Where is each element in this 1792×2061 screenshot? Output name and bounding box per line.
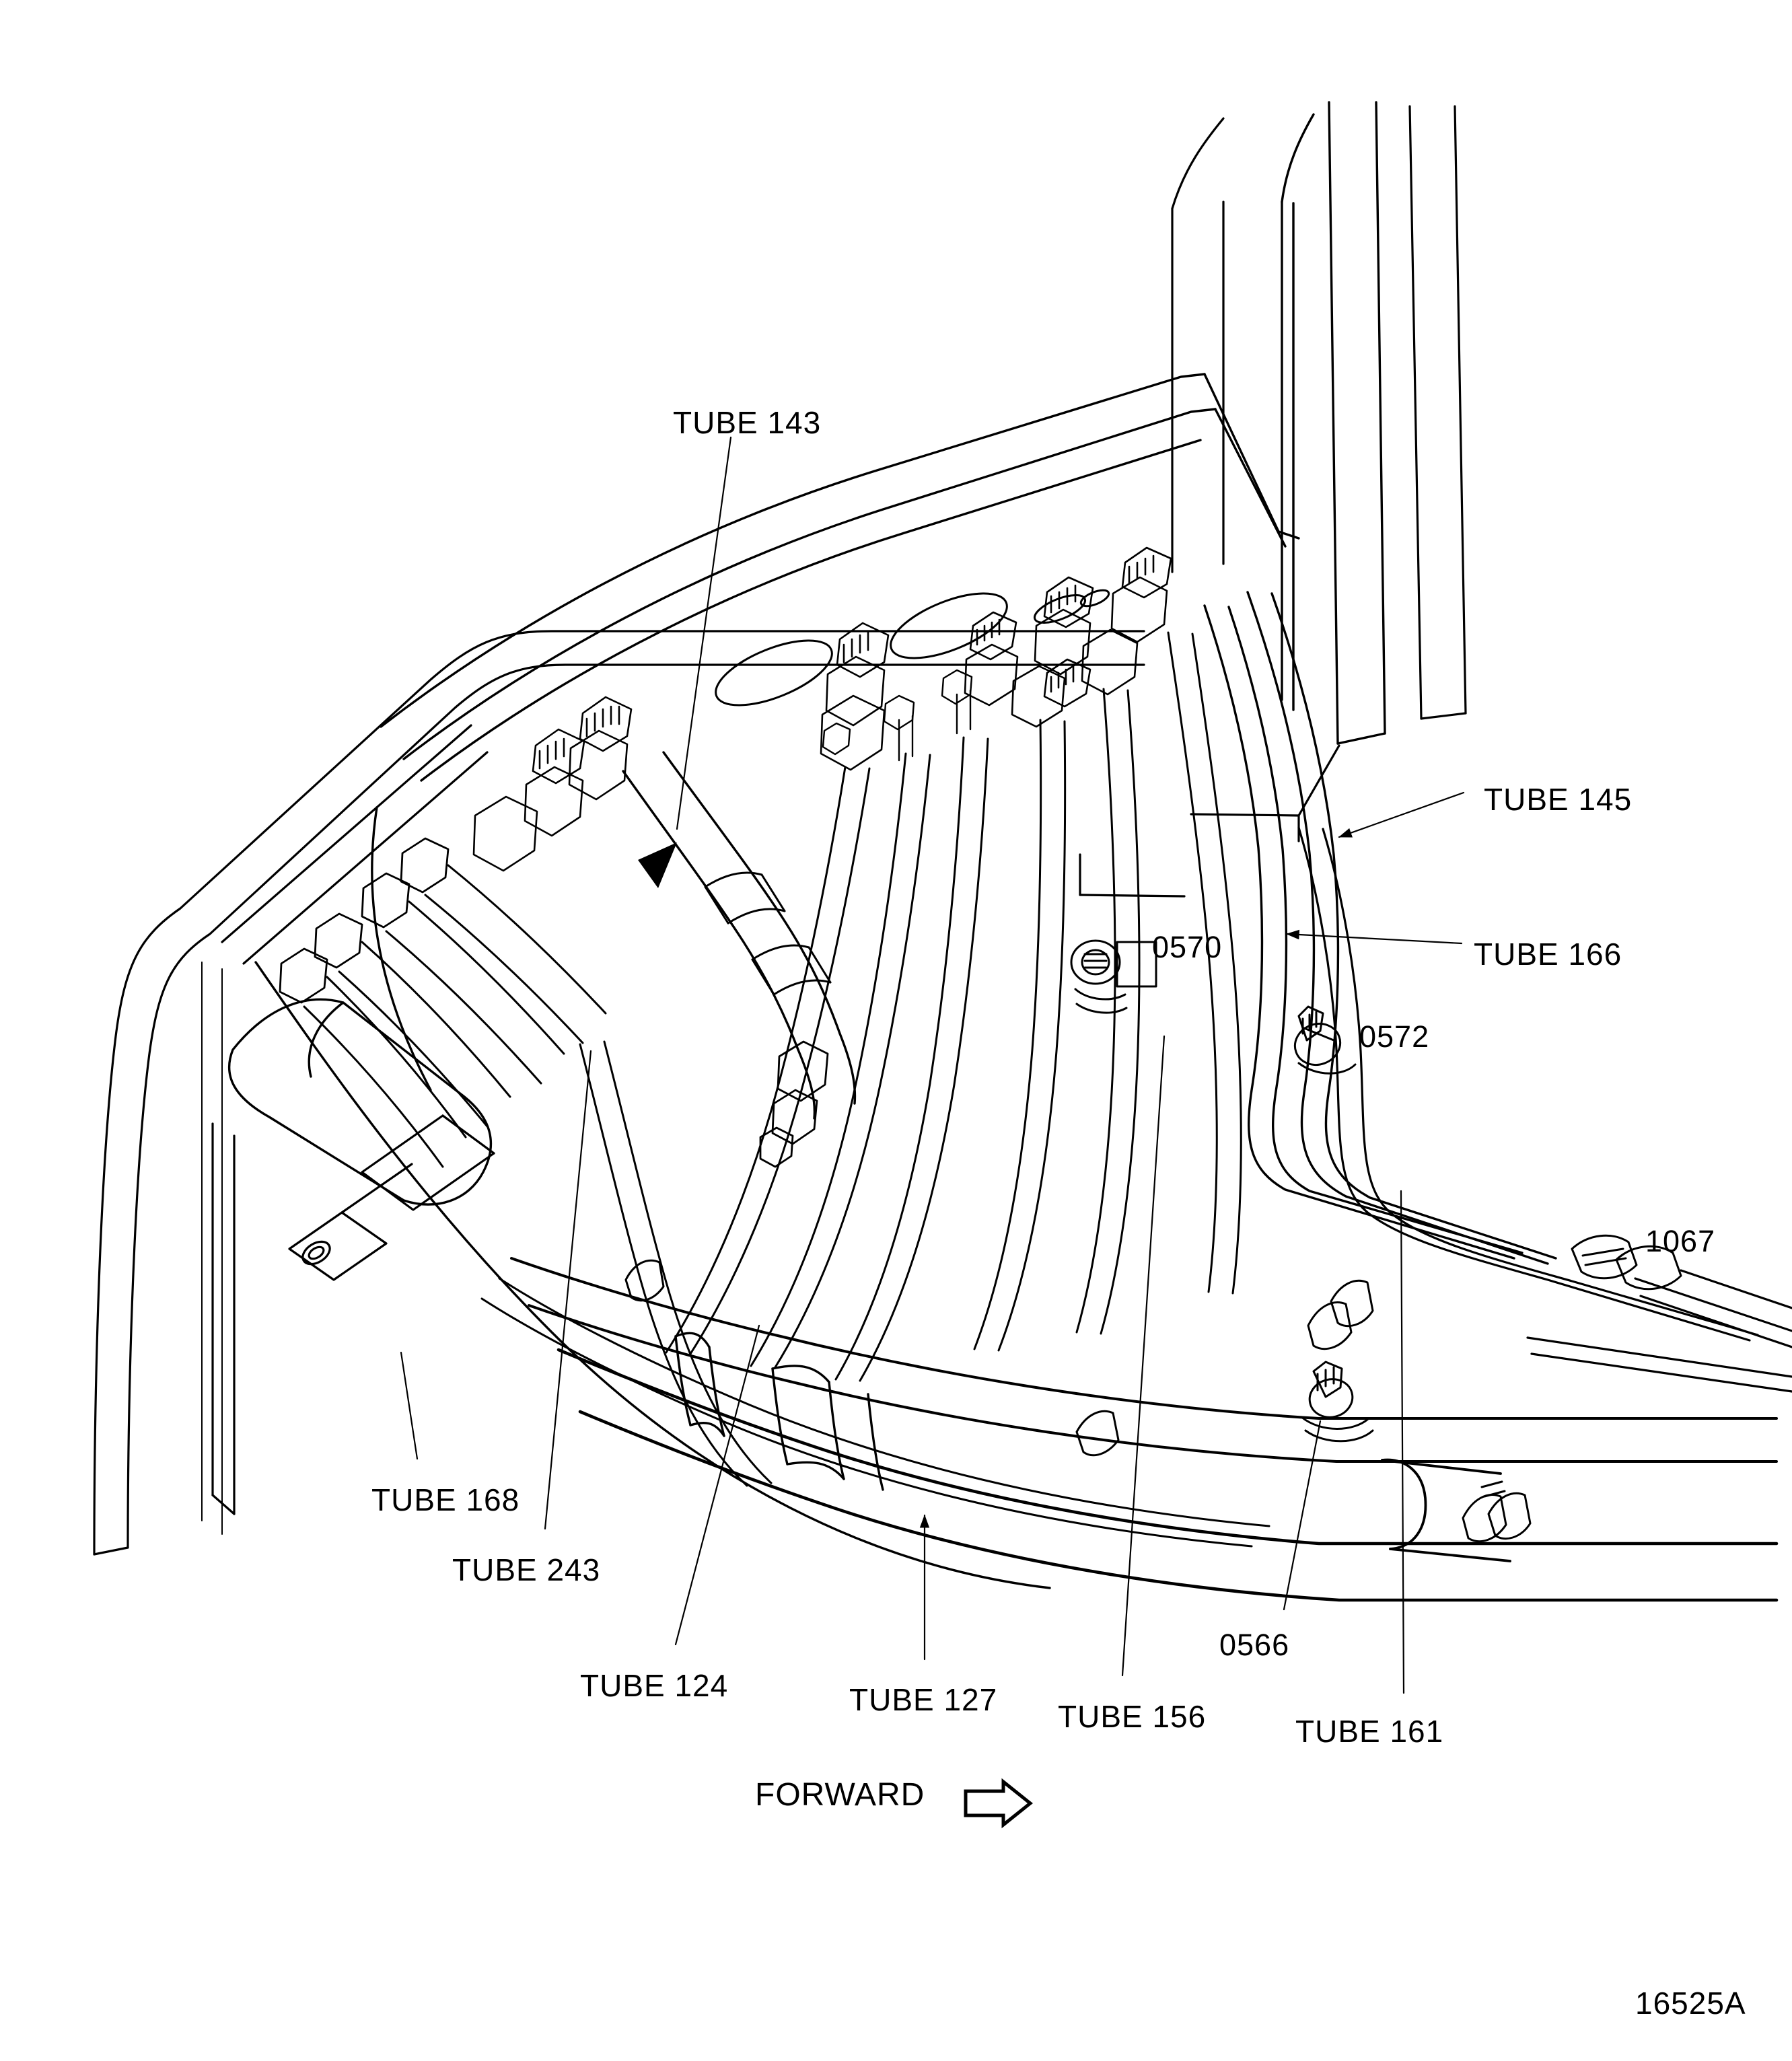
right-exit-tubes xyxy=(1526,1269,1792,1393)
manifold-rail xyxy=(380,373,1217,782)
drawing-number: 16525A xyxy=(1635,1986,1746,2021)
left-panel-lower-edge xyxy=(211,1122,236,1515)
tube-bundle-right xyxy=(973,631,1242,1352)
callout-tube-156: TUBE 156 xyxy=(1058,1699,1207,1734)
engine-block-outline xyxy=(254,806,1051,1589)
large-hose-lower xyxy=(557,1348,1779,1602)
hex-coupler xyxy=(825,655,886,727)
vertical-column-left xyxy=(1171,117,1225,573)
manifold-rail-right-end xyxy=(1203,373,1300,548)
clamp-1067 xyxy=(1571,1234,1682,1291)
clamp-0572 xyxy=(1293,1005,1357,1075)
leader-tube-124 xyxy=(674,1324,760,1646)
fitting-cluster-center xyxy=(820,622,890,771)
tube-168-run xyxy=(480,1277,1270,1548)
left-panel-inner-flange xyxy=(201,962,223,1535)
tube-143-coupler-collars xyxy=(704,871,832,996)
forward-label: FORWARD xyxy=(755,1777,925,1813)
large-hose-upper xyxy=(510,1257,1778,1463)
knurled-nut xyxy=(1043,658,1091,708)
callout-tube-166: TUBE 166 xyxy=(1474,937,1622,972)
fitting-cluster-right xyxy=(964,546,1172,728)
rail-studs xyxy=(822,669,973,762)
knurled-nut xyxy=(836,622,890,678)
hex-coupler xyxy=(964,643,1019,707)
clamp-0570 xyxy=(1070,939,1157,1014)
callout-tube-243: TUBE 243 xyxy=(452,1552,601,1587)
tube-145-run xyxy=(1203,604,1524,1260)
hex-coupler xyxy=(1110,576,1168,643)
leader-tube-145 xyxy=(1338,791,1465,838)
callout-clamp-0566: 0566 xyxy=(1219,1628,1290,1662)
knurled-nut xyxy=(969,611,1017,661)
hose-clamp-band-c xyxy=(1075,1410,1120,1457)
rail-port-ovals xyxy=(715,589,1110,707)
forward-block-arrow-shape xyxy=(964,1778,1034,1829)
tube-143-union-nut xyxy=(759,1040,829,1168)
leader-tube-166 xyxy=(1285,929,1463,945)
tube-166-run xyxy=(1246,591,1557,1265)
hex-coupler xyxy=(1081,628,1139,696)
hex-coupler xyxy=(1011,665,1066,728)
callout-tube-168: TUBE 168 xyxy=(371,1482,520,1517)
callout-clamp-0572: 0572 xyxy=(1359,1019,1430,1054)
vertical-column-far-right xyxy=(1408,105,1467,720)
left-tube-couplers xyxy=(279,837,450,1004)
fitting-cluster-left xyxy=(472,696,633,872)
tube-bundle-center xyxy=(665,736,989,1382)
hose-clamp-band-b xyxy=(1462,1480,1532,1543)
vertical-column-right xyxy=(1328,101,1386,745)
hex-coupler xyxy=(568,729,629,801)
vertical-column-center xyxy=(1281,113,1315,711)
column-base-plate-2 xyxy=(1079,853,1186,898)
callout-tube-143: TUBE 143 xyxy=(673,405,822,440)
leader-lines xyxy=(400,436,1465,1694)
callout-tube-127: TUBE 127 xyxy=(849,1682,998,1717)
left-bulkhead-panel xyxy=(93,630,1145,1556)
hose-clamp-band-d xyxy=(624,1259,665,1302)
hex-coupler xyxy=(1034,608,1091,676)
callout-tube-161: TUBE 161 xyxy=(1295,1714,1444,1749)
leader-tube-243 xyxy=(544,1050,592,1530)
clamp-0566 xyxy=(1300,1361,1374,1443)
column-base-plate xyxy=(1190,744,1340,842)
mount-bracket xyxy=(288,1163,413,1281)
knurled-nut xyxy=(1121,546,1172,599)
cylinder-end-cap xyxy=(361,1114,495,1211)
callout-clamp-0570: 0570 xyxy=(1152,930,1223,964)
leader-tube-143-arrowhead xyxy=(638,842,677,888)
leader-tube-143 xyxy=(676,436,732,830)
large-hose-coupler-collars xyxy=(674,1332,884,1491)
bulkhead-upper-flange xyxy=(221,724,489,965)
tube-extra-right-run xyxy=(1297,826,1759,1342)
leader-tube-161 xyxy=(1400,1190,1405,1694)
knurled-nut xyxy=(532,728,585,785)
left-tube-runs xyxy=(303,864,607,1168)
hex-coupler xyxy=(524,766,584,837)
hose-clamp-band-a xyxy=(1307,1279,1374,1350)
leader-tube-168 xyxy=(400,1351,419,1460)
tube-243-run xyxy=(579,1040,773,1487)
forward-orientation-indicator: FORWARD xyxy=(755,1776,925,1813)
callout-fitting-1067: 1067 xyxy=(1645,1224,1716,1258)
leader-tube-156 xyxy=(1121,1035,1166,1677)
tube-143-hose xyxy=(622,751,857,1120)
leader-clamp-0566 xyxy=(1283,1420,1322,1611)
knurled-nut xyxy=(1043,576,1094,628)
hex-coupler xyxy=(472,795,538,872)
callout-tube-145: TUBE 145 xyxy=(1484,782,1633,817)
hex-coupler xyxy=(820,694,886,771)
callout-tube-124: TUBE 124 xyxy=(580,1668,729,1703)
